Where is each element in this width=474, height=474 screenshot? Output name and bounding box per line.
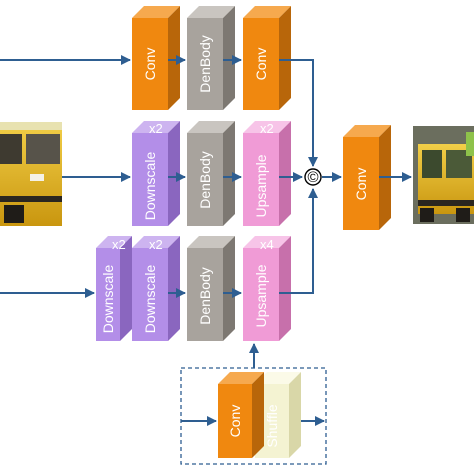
conv-block-top-2: Conv	[243, 6, 291, 110]
multiplier-label: x2	[149, 121, 163, 136]
multiplier-label: x2	[112, 237, 126, 252]
arrow-bot-to-concat	[279, 188, 318, 294]
conv-block-output: Conv	[343, 125, 391, 230]
output-image	[413, 126, 474, 224]
multiplier-label: x4	[260, 237, 274, 252]
denbody-label: DenBody	[197, 151, 213, 209]
arrow-top-to-concat	[279, 59, 318, 167]
concat-symbol: ©	[307, 169, 318, 186]
downscale-label: Downscale	[142, 152, 158, 221]
input-image	[0, 122, 62, 226]
conv-label: Conv	[353, 168, 369, 201]
multiplier-label: x2	[149, 237, 163, 252]
conv-label: Conv	[227, 405, 243, 438]
subpixel-module: Shuffle Conv	[180, 367, 327, 465]
shuffle-label: Shuffle	[264, 404, 280, 448]
upsample-block-bottom: x4 Upsample	[243, 236, 291, 341]
conv-label: Conv	[142, 48, 158, 81]
connection-arrows	[0, 55, 412, 426]
conv-block-sub: Conv	[218, 372, 264, 458]
downscale-block-mid: x2 Downscale	[132, 121, 180, 226]
upsample-block-mid: x2 Upsample	[243, 121, 291, 226]
multiplier-label: x2	[260, 121, 274, 136]
concat-node: ©	[304, 168, 322, 186]
conv-block-top-1: Conv	[132, 6, 180, 110]
downscale-block-bottom-1: x2 Downscale	[96, 236, 132, 341]
downscale-label: Downscale	[142, 265, 158, 334]
conv-label: Conv	[253, 48, 269, 81]
downscale-label: Downscale	[100, 265, 116, 334]
downscale-block-bottom-2: x2 Downscale	[132, 236, 180, 341]
denbody-block-bottom: DenBody	[187, 236, 235, 341]
upsample-label: Upsample	[253, 154, 269, 217]
upsample-label: Upsample	[253, 264, 269, 327]
denbody-block-top: DenBody	[187, 6, 235, 110]
denbody-block-mid: DenBody	[187, 121, 235, 226]
denbody-label: DenBody	[197, 35, 213, 93]
denbody-label: DenBody	[197, 267, 213, 325]
